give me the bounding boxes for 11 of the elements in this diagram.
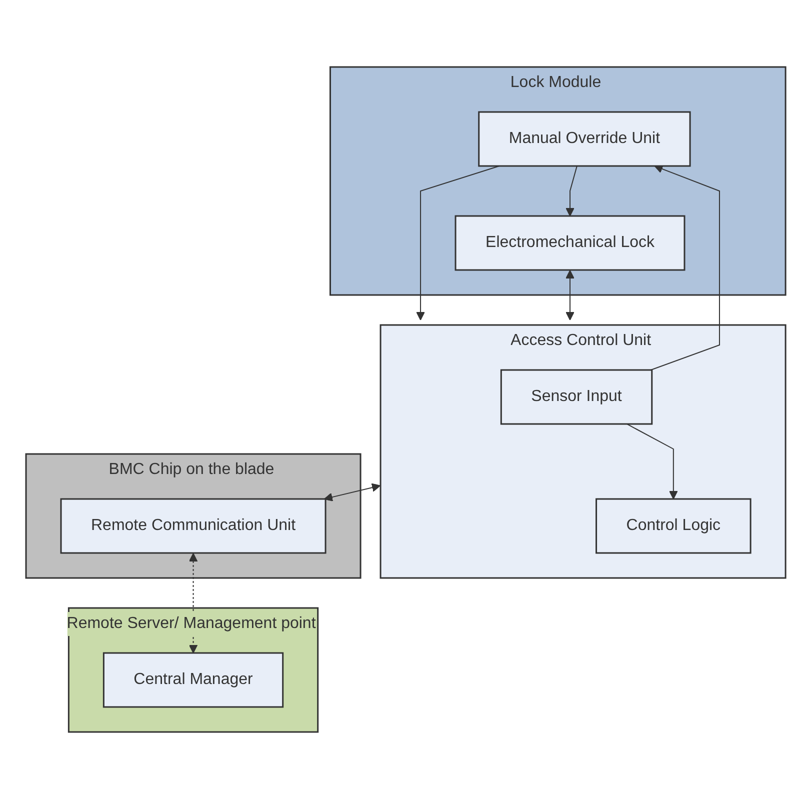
arrow bbox=[566, 270, 575, 320]
arrow bbox=[626, 424, 678, 500]
node-box: Control Logic bbox=[596, 498, 752, 554]
node-box: Sensor Input bbox=[500, 369, 653, 425]
node-box: Manual Override Unit bbox=[478, 111, 691, 167]
node-box: Electromechanical Lock bbox=[455, 215, 686, 271]
arrow bbox=[566, 166, 578, 216]
node-box: Remote Communication Unit bbox=[60, 498, 326, 554]
arrow bbox=[650, 164, 720, 370]
node-box: Central Manager bbox=[103, 652, 284, 708]
arrow bbox=[324, 483, 381, 502]
